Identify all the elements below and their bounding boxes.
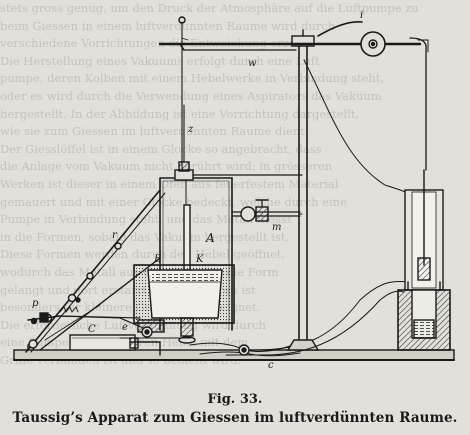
apparatus-illustration: A B K C m w i r p e z c (13, 10, 455, 371)
stopper-rod-k (183, 180, 191, 280)
label-m: m (272, 222, 281, 233)
tilting-frame (25, 189, 166, 353)
gas-supply-tubes (189, 280, 409, 357)
valve-m (231, 199, 301, 222)
label-p: p (32, 298, 39, 309)
support-column (286, 29, 320, 351)
vacuum-pump (397, 169, 451, 351)
label-e: e (122, 322, 128, 333)
label-k: K (195, 254, 204, 265)
label-b: B (153, 254, 161, 265)
mould-box-c (69, 334, 136, 351)
label-r: r (112, 230, 118, 241)
label-a: A (205, 231, 215, 245)
label-i: i (360, 10, 363, 21)
label-w: w (248, 58, 257, 69)
lever-arm-w (158, 20, 429, 201)
crucible-furnace-b (119, 264, 235, 356)
pump-tube (225, 290, 405, 356)
figure-caption: Taussig’s Apparat zum Giessen im luftver… (12, 410, 458, 426)
label-z: z (187, 124, 194, 135)
label-c: C (88, 324, 96, 335)
figure-number: Fig. 33. (207, 392, 263, 407)
label-c-small: c (268, 360, 274, 371)
